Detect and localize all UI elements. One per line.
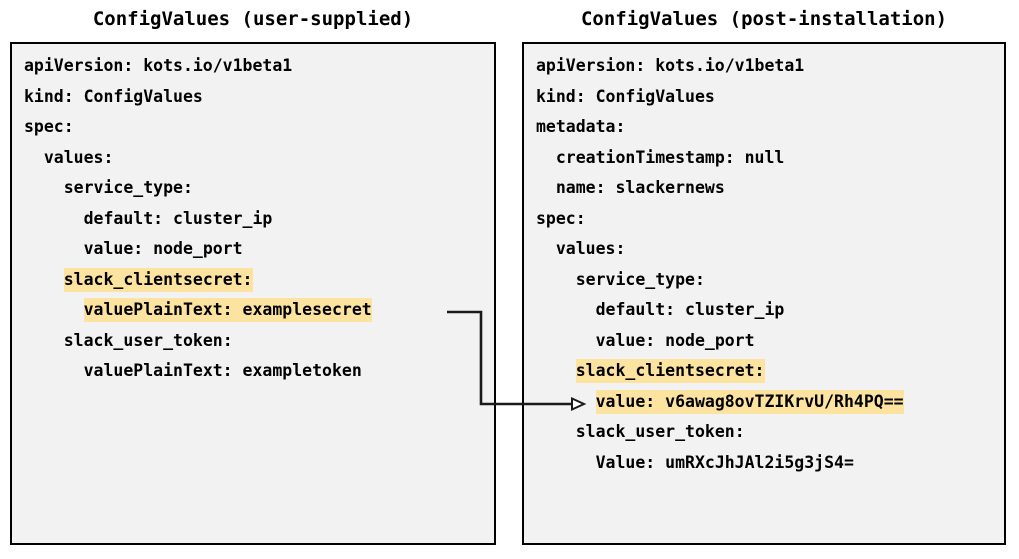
- code-line: value: v6awag8ovTZIKrvU/Rh4PQ==: [536, 387, 1004, 418]
- code-text: value: node_port: [83, 239, 243, 258]
- code-line: value: node_port: [536, 326, 1004, 357]
- code-indent: [536, 270, 576, 289]
- code-indent: [536, 361, 576, 380]
- code-line: slack_user_token:: [536, 417, 1004, 448]
- left-panel-yaml-code: apiVersion: kots.io/v1beta1 kind: ConfigV…: [24, 51, 494, 387]
- code-text: valuePlainText: exampletoken: [83, 361, 362, 380]
- right-panel-configvalues-post-installation: apiVersion: kots.io/v1beta1 kind: ConfigV…: [522, 42, 1006, 545]
- code-line: values:: [536, 234, 1004, 265]
- code-indent: [536, 453, 596, 472]
- code-line: slack_clientsecret:: [536, 356, 1004, 387]
- code-text: kind: ConfigValues: [536, 86, 715, 106]
- code-text: default: cluster_ip: [595, 300, 785, 319]
- code-text: spec:: [24, 117, 74, 136]
- code-line: default: cluster_ip: [536, 295, 1004, 326]
- code-text: values:: [43, 147, 114, 167]
- code-line: apiVersion: kots.io/v1beta1: [536, 51, 1004, 82]
- code-text: default: cluster_ip: [83, 208, 273, 228]
- code-indent: [536, 178, 556, 197]
- code-line: valuePlainText: examplesecret: [24, 295, 494, 326]
- left-panel-configvalues-user-supplied: apiVersion: kots.io/v1beta1 kind: ConfigV…: [10, 42, 496, 545]
- code-line: values:: [24, 143, 494, 174]
- code-line: spec:: [536, 204, 1004, 235]
- code-line: service_type:: [24, 173, 494, 204]
- code-text: slack_clientsecret:: [63, 267, 253, 292]
- code-indent: [536, 148, 556, 167]
- code-indent: [24, 209, 84, 228]
- code-line: value: node_port: [24, 234, 494, 265]
- code-text: apiVersion: kots.io/v1beta1: [24, 56, 293, 75]
- code-text: metadata:: [536, 117, 626, 136]
- code-line: spec:: [24, 112, 494, 143]
- code-text: service_type:: [63, 178, 193, 197]
- right-panel-yaml-code: apiVersion: kots.io/v1beta1 kind: ConfigV…: [536, 51, 1004, 478]
- code-text: spec:: [536, 208, 586, 228]
- code-line: slack_user_token:: [24, 326, 494, 357]
- code-text: service_type:: [575, 269, 705, 289]
- code-text: name: slackernews: [555, 178, 725, 197]
- code-line: default: cluster_ip: [24, 204, 494, 235]
- left-panel-title: ConfigValues (user-supplied): [92, 8, 414, 30]
- code-indent: [536, 422, 576, 441]
- code-text: creationTimestamp: null: [555, 147, 785, 167]
- code-text: Value: umRXcJhJAl2i5g3jS4=: [595, 452, 854, 472]
- code-line: service_type:: [536, 265, 1004, 296]
- right-panel-title: ConfigValues (post-installation): [580, 8, 948, 30]
- code-line: Value: umRXcJhJAl2i5g3jS4=: [536, 448, 1004, 479]
- code-text: values:: [555, 239, 626, 258]
- code-indent: [24, 239, 84, 258]
- code-line: name: slackernews: [536, 173, 1004, 204]
- code-indent: [536, 239, 556, 258]
- code-text: value: v6awag8ovTZIKrvU/Rh4PQ==: [595, 389, 904, 414]
- code-indent: [24, 270, 64, 289]
- code-line: valuePlainText: exampletoken: [24, 356, 494, 387]
- code-line: slack_clientsecret:: [24, 265, 494, 296]
- code-line: metadata:: [536, 112, 1004, 143]
- code-indent: [536, 331, 596, 350]
- code-indent: [24, 361, 84, 380]
- code-text: kind: ConfigValues: [24, 86, 203, 106]
- code-text: slack_clientsecret:: [575, 359, 765, 383]
- code-text: slack_user_token:: [63, 330, 233, 350]
- code-indent: [24, 331, 64, 350]
- code-text: apiVersion: kots.io/v1beta1: [536, 56, 805, 75]
- code-line: apiVersion: kots.io/v1beta1: [24, 51, 494, 82]
- code-indent: [536, 392, 596, 411]
- code-text: valuePlainText: examplesecret: [83, 298, 372, 322]
- code-text: value: node_port: [595, 330, 755, 350]
- code-text: slack_user_token:: [575, 422, 745, 441]
- code-indent: [24, 178, 64, 197]
- code-indent: [24, 300, 84, 319]
- code-line: kind: ConfigValues: [24, 82, 494, 113]
- code-indent: [24, 148, 44, 167]
- code-line: kind: ConfigValues: [536, 82, 1004, 113]
- code-line: creationTimestamp: null: [536, 143, 1004, 174]
- code-indent: [536, 300, 596, 319]
